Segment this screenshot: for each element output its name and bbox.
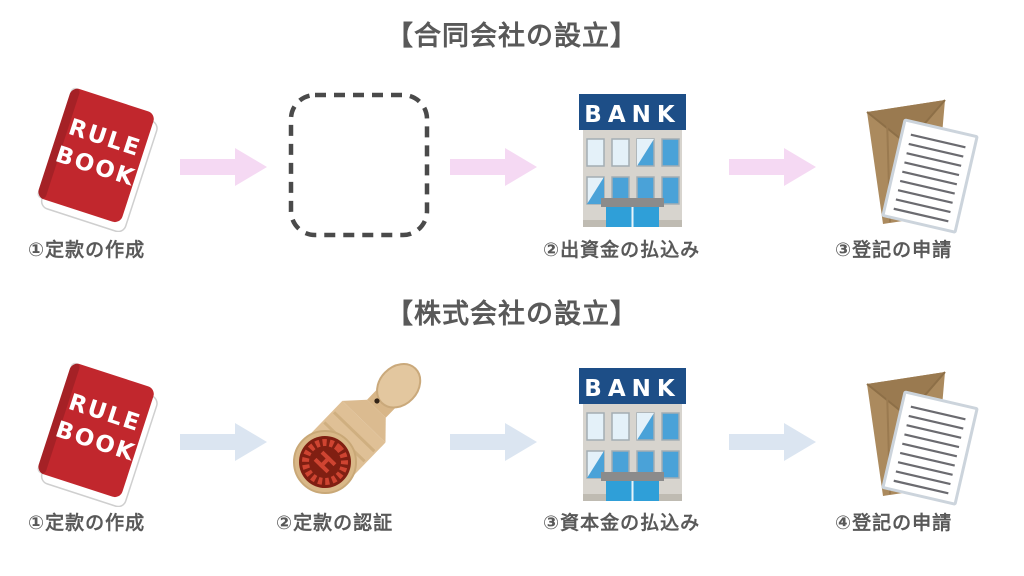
step-label-teikan-sakusei: ①定款の作成 [28, 512, 146, 534]
arrow-icon [180, 423, 267, 461]
envelope-documents-icon [866, 99, 979, 234]
arrow-icon [450, 423, 537, 461]
arrow-icon [729, 148, 816, 186]
hanko-stamp-icon [293, 363, 422, 494]
arrow-icon [450, 148, 537, 186]
bank-sign-text: BANK [584, 376, 680, 402]
bank-sign-text: BANK [584, 102, 680, 128]
envelope-documents-icon [866, 371, 979, 506]
godo-kaisha-title: 【合同会社の設立】 [386, 21, 638, 52]
step-label-shihonkin: ③資本金の払込み [543, 512, 701, 534]
rule-book-icon: RULE BOOK [37, 87, 158, 232]
step-label-shusshikin: ②出資金の払込み [543, 239, 701, 261]
kabushiki-kaisha-title: 【株式会社の設立】 [386, 299, 638, 330]
bank-icon: BANK [579, 368, 686, 501]
arrow-icon [729, 423, 816, 461]
step-label-touki-shinsei: ③登記の申請 [835, 239, 953, 261]
step-label-teikan-ninshou: ②定款の認証 [276, 512, 394, 534]
bank-icon: BANK [579, 94, 686, 227]
arrow-icon [180, 148, 267, 186]
rule-book-icon: RULE BOOK [37, 362, 158, 507]
step-label-touki-shinsei: ④登記の申請 [835, 512, 953, 534]
dashed-placeholder-box [288, 92, 430, 238]
step-label-teikan-sakusei: ①定款の作成 [28, 239, 146, 261]
